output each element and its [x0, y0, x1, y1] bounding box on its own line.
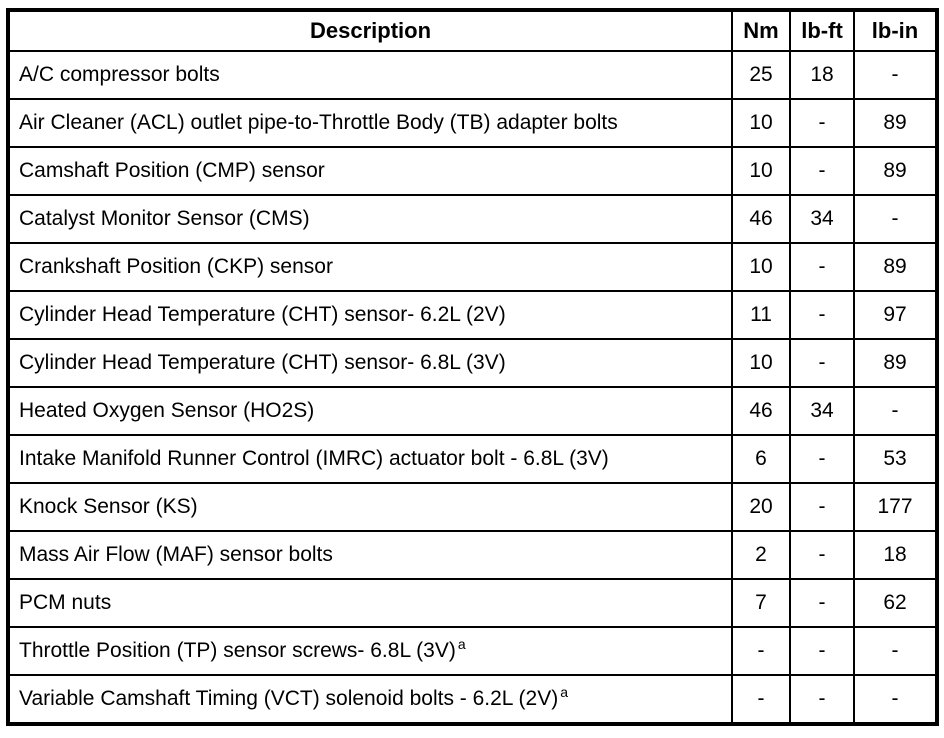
description-cell: Catalyst Monitor Sensor (CMS): [7, 194, 733, 244]
table-row: A/C compressor bolts 25 18 -: [7, 50, 938, 100]
description-text: Crankshaft Position (CKP) sensor: [19, 255, 333, 278]
lbin-cell: 89: [853, 242, 938, 292]
column-header-nm: Nm: [731, 9, 791, 52]
nm-cell: 46: [731, 386, 791, 436]
description-cell: PCM nuts: [7, 578, 733, 628]
description-cell: Throttle Position (TP) sensor screws- 6.…: [7, 626, 733, 676]
description-cell: Heated Oxygen Sensor (HO2S): [7, 386, 733, 436]
description-text: Mass Air Flow (MAF) sensor bolts: [19, 543, 333, 566]
table-row: Cylinder Head Temperature (CHT) sensor- …: [7, 338, 938, 388]
lbft-cell: -: [789, 338, 855, 388]
lbin-cell: 89: [853, 338, 938, 388]
table-row: Camshaft Position (CMP) sensor 10 - 89: [7, 146, 938, 196]
footnote-marker: a: [457, 636, 466, 652]
lbft-cell: 18: [789, 50, 855, 100]
lbft-cell: 34: [789, 386, 855, 436]
table-row: Air Cleaner (ACL) outlet pipe-to-Throttl…: [7, 98, 938, 148]
description-text: Heated Oxygen Sensor (HO2S): [19, 399, 315, 422]
description-cell: Mass Air Flow (MAF) sensor bolts: [7, 530, 733, 580]
table-row: Catalyst Monitor Sensor (CMS) 46 34 -: [7, 194, 938, 244]
description-text: Throttle Position (TP) sensor screws- 6.…: [19, 639, 456, 662]
nm-cell: 25: [731, 50, 791, 100]
lbft-cell: -: [789, 434, 855, 484]
description-text: PCM nuts: [19, 591, 112, 614]
table-row: Variable Camshaft Timing (VCT) solenoid …: [7, 674, 938, 725]
table-header-row: Description Nm lb-ft lb-in: [7, 9, 938, 52]
lbin-cell: -: [853, 50, 938, 100]
lbin-cell: 62: [853, 578, 938, 628]
column-header-lbft: lb-ft: [789, 9, 855, 52]
lbft-cell: -: [789, 578, 855, 628]
lbin-cell: -: [853, 626, 938, 676]
description-text: Intake Manifold Runner Control (IMRC) ac…: [19, 447, 609, 470]
nm-cell: -: [731, 626, 791, 676]
description-cell: Knock Sensor (KS): [7, 482, 733, 532]
lbin-cell: 89: [853, 146, 938, 196]
table-row: Throttle Position (TP) sensor screws- 6.…: [7, 626, 938, 676]
nm-cell: 10: [731, 146, 791, 196]
lbft-cell: -: [789, 626, 855, 676]
nm-cell: 10: [731, 98, 791, 148]
description-cell: A/C compressor bolts: [7, 50, 733, 100]
description-cell: Crankshaft Position (CKP) sensor: [7, 242, 733, 292]
description-text: Cylinder Head Temperature (CHT) sensor- …: [19, 303, 506, 326]
lbin-cell: 18: [853, 530, 938, 580]
torque-spec-table: Description Nm lb-ft lb-in A/C compresso…: [6, 8, 939, 726]
lbin-cell: 177: [853, 482, 938, 532]
lbft-cell: -: [789, 242, 855, 292]
description-cell: Variable Camshaft Timing (VCT) solenoid …: [7, 674, 733, 725]
nm-cell: -: [731, 674, 791, 725]
nm-cell: 10: [731, 338, 791, 388]
description-cell: Intake Manifold Runner Control (IMRC) ac…: [7, 434, 733, 484]
column-header-description: Description: [7, 9, 733, 52]
description-text: A/C compressor bolts: [19, 63, 220, 86]
description-text: Cylinder Head Temperature (CHT) sensor- …: [19, 351, 506, 374]
table-row: Intake Manifold Runner Control (IMRC) ac…: [7, 434, 938, 484]
nm-cell: 2: [731, 530, 791, 580]
table-row: Knock Sensor (KS) 20 - 177: [7, 482, 938, 532]
description-cell: Camshaft Position (CMP) sensor: [7, 146, 733, 196]
lbin-cell: -: [853, 674, 938, 725]
description-cell: Cylinder Head Temperature (CHT) sensor- …: [7, 290, 733, 340]
lbin-cell: -: [853, 386, 938, 436]
nm-cell: 46: [731, 194, 791, 244]
table-row: PCM nuts 7 - 62: [7, 578, 938, 628]
lbft-cell: -: [789, 146, 855, 196]
nm-cell: 11: [731, 290, 791, 340]
table-row: Crankshaft Position (CKP) sensor 10 - 89: [7, 242, 938, 292]
lbft-cell: -: [789, 98, 855, 148]
lbin-cell: 97: [853, 290, 938, 340]
lbin-cell: -: [853, 194, 938, 244]
column-header-lbin: lb-in: [853, 9, 938, 52]
table-row: Heated Oxygen Sensor (HO2S) 46 34 -: [7, 386, 938, 436]
lbft-cell: -: [789, 482, 855, 532]
table-row: Cylinder Head Temperature (CHT) sensor- …: [7, 290, 938, 340]
description-cell: Cylinder Head Temperature (CHT) sensor- …: [7, 338, 733, 388]
description-text: Camshaft Position (CMP) sensor: [19, 159, 325, 182]
table-row: Mass Air Flow (MAF) sensor bolts 2 - 18: [7, 530, 938, 580]
lbin-cell: 89: [853, 98, 938, 148]
description-text: Air Cleaner (ACL) outlet pipe-to-Throttl…: [19, 111, 618, 134]
description-cell: Air Cleaner (ACL) outlet pipe-to-Throttl…: [7, 98, 733, 148]
nm-cell: 6: [731, 434, 791, 484]
footnote-marker: a: [560, 684, 569, 700]
description-text: Knock Sensor (KS): [19, 495, 198, 518]
description-text: Variable Camshaft Timing (VCT) solenoid …: [19, 687, 559, 710]
description-text: Catalyst Monitor Sensor (CMS): [19, 207, 310, 230]
nm-cell: 7: [731, 578, 791, 628]
nm-cell: 20: [731, 482, 791, 532]
lbft-cell: -: [789, 290, 855, 340]
lbin-cell: 53: [853, 434, 938, 484]
lbft-cell: 34: [789, 194, 855, 244]
lbft-cell: -: [789, 674, 855, 725]
lbft-cell: -: [789, 530, 855, 580]
nm-cell: 10: [731, 242, 791, 292]
